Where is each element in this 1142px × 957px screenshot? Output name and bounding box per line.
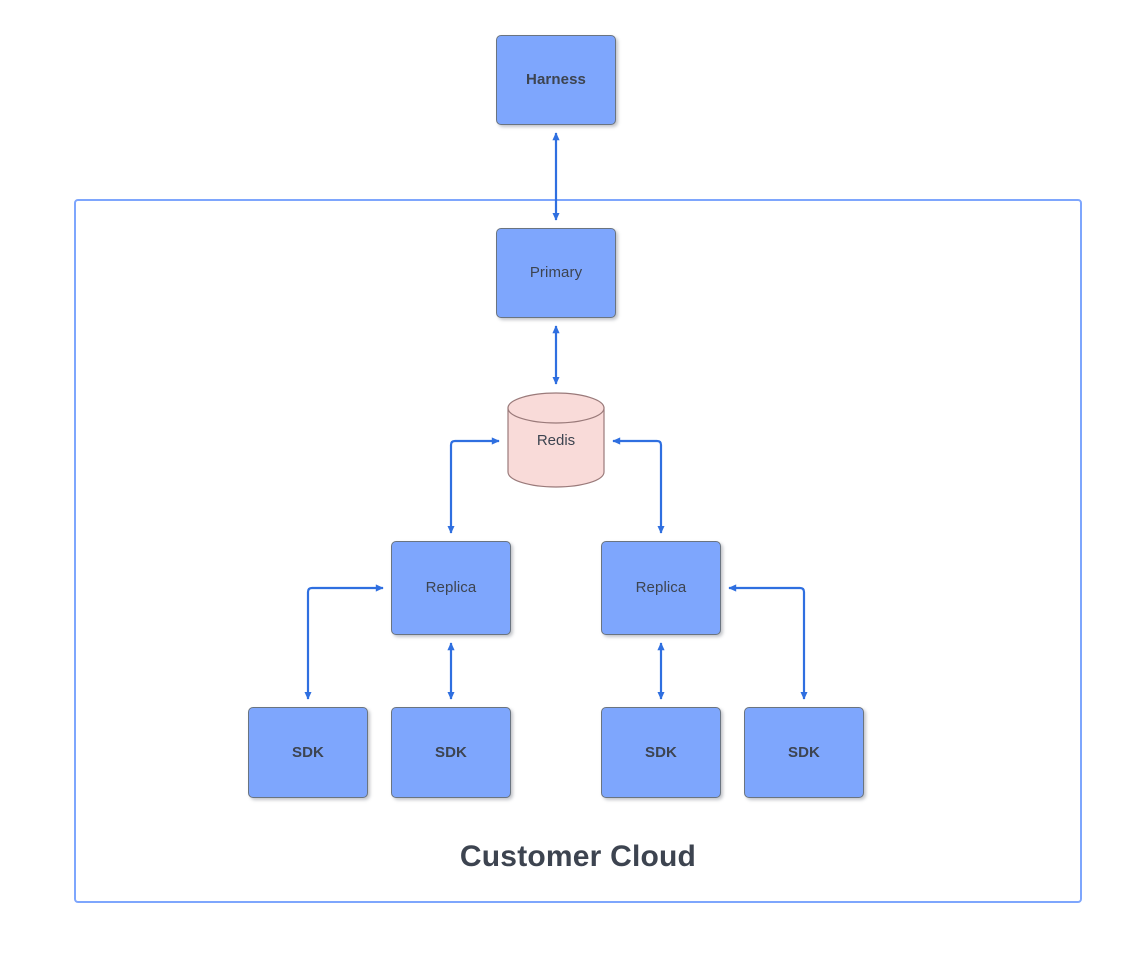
node-redis-label: Redis xyxy=(536,431,576,449)
node-sdk-3[interactable]: SDK xyxy=(601,707,721,798)
node-sdk-4[interactable]: SDK xyxy=(744,707,864,798)
node-replica-right-label: Replica xyxy=(635,579,687,596)
node-sdk-2[interactable]: SDK xyxy=(391,707,511,798)
cylinder-shape-icon xyxy=(507,392,605,488)
customer-cloud-boundary xyxy=(74,199,1082,903)
node-sdk-1-label: SDK xyxy=(292,743,324,761)
node-sdk-2-label: SDK xyxy=(435,743,467,761)
node-replica-left[interactable]: Replica xyxy=(391,541,511,635)
customer-cloud-label: Customer Cloud xyxy=(459,840,697,873)
node-sdk-4-label: SDK xyxy=(788,743,820,761)
node-primary-label: Primary xyxy=(529,264,583,281)
node-redis-datastore[interactable]: Redis xyxy=(507,392,605,488)
node-harness-label: Harness xyxy=(526,71,586,88)
node-sdk-3-label: SDK xyxy=(645,743,677,761)
node-sdk-1[interactable]: SDK xyxy=(248,707,368,798)
node-primary[interactable]: Primary xyxy=(496,228,616,318)
node-replica-left-label: Replica xyxy=(425,579,477,596)
node-harness[interactable]: Harness xyxy=(496,35,616,125)
node-replica-right[interactable]: Replica xyxy=(601,541,721,635)
